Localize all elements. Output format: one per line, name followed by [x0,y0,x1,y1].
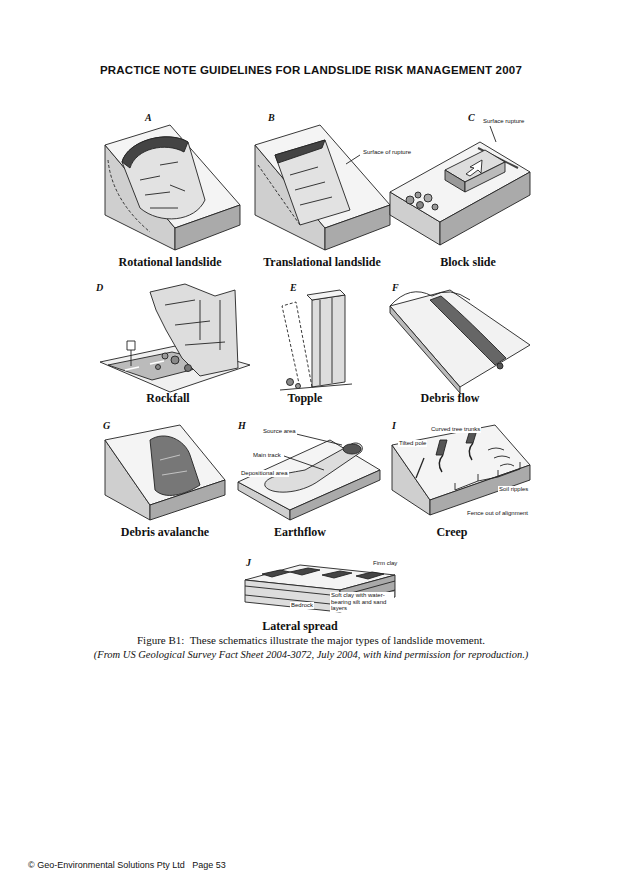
callout-label: Main track [252,452,282,459]
callout-label: Depositional area [240,470,289,477]
panel-letter: I [392,420,396,432]
panel-letter: G [103,420,110,432]
panel-name: Lateral spread [262,620,337,634]
callout-label: Curved tree trunks [430,426,481,433]
panel-name: Rotational landslide [118,256,221,270]
source-note: (From US Geological Survey Fact Sheet 20… [94,649,529,661]
figure-caption: Figure B1: These schematics illustrate t… [137,634,485,647]
panel-letter: E [290,282,297,294]
page-footer: © Geo-Environmental Solutions Pty Ltd Pa… [28,860,226,870]
panel-name: Earthflow [274,526,326,540]
callout-label: Fence out of alignment [466,510,529,517]
panel-letter: J [246,557,251,569]
panel-letter: F [392,282,399,294]
panel-letter: H [238,420,246,432]
panel-letter: A [145,112,152,124]
callout-label: Source area [262,428,297,435]
panel-name: Translational landslide [263,256,380,270]
callout-label: Tilted pole [398,440,427,447]
panel-letter: D [96,282,103,294]
panel-letter: B [268,112,275,124]
callout-label: Bedrock [290,602,314,609]
panel-name: Block slide [440,256,496,270]
panel-name: Creep [436,526,467,540]
panel-name: Debris flow [421,392,480,406]
callout-label: Surface rupture [482,118,525,125]
callout-label: Soft clay with water-bearing silt and sa… [330,592,394,612]
panel-letter: C [468,112,475,124]
page-header: PRACTICE NOTE GUIDELINES FOR LANDSLIDE R… [100,64,522,77]
callout-label: Surface of rupture [362,149,412,156]
panel-name: Rockfall [146,392,189,406]
callout-label: Soil ripples [498,486,529,493]
panel-name: Topple [288,392,323,406]
panel-name: Debris avalanche [121,526,209,540]
callout-label: Firm clay [372,560,398,567]
